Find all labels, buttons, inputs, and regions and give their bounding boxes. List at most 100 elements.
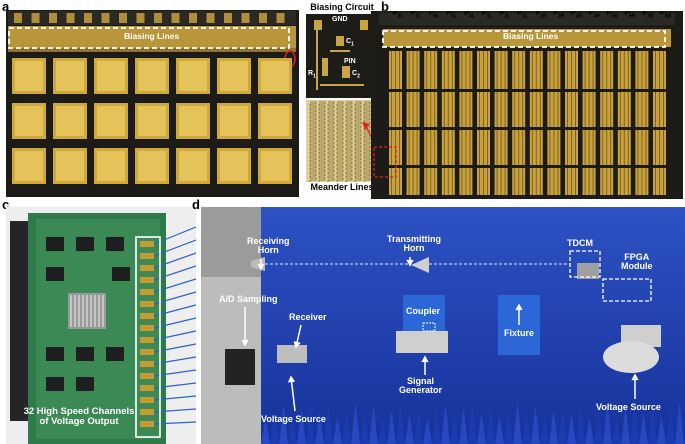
coax-cable — [153, 395, 196, 401]
absorber-cone — [675, 402, 684, 444]
absorber-cone — [666, 409, 675, 444]
strip-line — [395, 51, 396, 195]
ic-chip — [46, 377, 64, 391]
patch-inner — [56, 151, 84, 181]
absorber-cone — [414, 407, 423, 444]
absorber-cone — [513, 402, 522, 444]
port-label: P5R — [606, 11, 618, 20]
strip-line — [641, 51, 643, 195]
ic-chip — [76, 347, 94, 361]
patch-inner — [97, 151, 125, 181]
tdcm-label: TDCM — [567, 238, 593, 248]
strip-line — [655, 51, 656, 195]
coax-cable — [153, 278, 196, 293]
strip-line — [461, 51, 463, 195]
absorber-cone — [468, 401, 477, 444]
coax-cable — [153, 252, 196, 269]
strip-line — [592, 51, 594, 195]
absorber-cone — [540, 417, 549, 444]
absorber-cone — [297, 408, 306, 444]
absorber-cone — [630, 401, 639, 444]
pointer-arrow-head — [257, 263, 265, 271]
strip-line — [623, 51, 625, 195]
strip-line — [637, 51, 639, 195]
connector — [241, 13, 250, 23]
heatsink-fin — [102, 295, 104, 327]
strip-line — [487, 51, 488, 195]
pointer-arrow-head — [421, 355, 429, 363]
meander-lines-label: Meander Lines — [310, 182, 374, 192]
coax-cable — [153, 317, 196, 329]
meander-lines-photo — [306, 100, 376, 182]
fixture-label: Fixture — [504, 328, 535, 338]
sma-connector — [140, 385, 154, 391]
coax-cable — [153, 304, 196, 317]
patch-inner — [138, 61, 166, 91]
coax-cable — [153, 343, 196, 353]
port-label: P6R — [624, 11, 636, 20]
connector — [276, 13, 285, 23]
absorber-cone — [576, 407, 585, 444]
absorber-cone — [567, 414, 576, 444]
heatsink-fin — [98, 295, 100, 327]
biasing-circuit-title: Biasing Circuit — [310, 2, 374, 12]
heatsink-fin — [78, 295, 80, 327]
heatsink-fin — [94, 295, 96, 327]
ic-chip — [106, 347, 124, 361]
panel-b-biasing-lines-label: Biasing Lines — [503, 31, 559, 41]
strip-line — [627, 51, 629, 195]
strip-line — [447, 51, 449, 195]
pointer-arrow-head — [515, 303, 523, 311]
sma-connector — [140, 361, 154, 367]
absorber-cone — [261, 418, 270, 444]
strip-line — [504, 51, 506, 195]
sma-connector — [140, 409, 154, 415]
connector — [224, 13, 232, 23]
strip-line — [443, 51, 445, 195]
absorber-cone — [549, 410, 558, 444]
ic-chip — [46, 267, 64, 281]
patch-array-a — [12, 58, 292, 184]
absorber-cone — [648, 405, 657, 444]
patch-inner — [261, 61, 289, 91]
strip-line — [430, 51, 432, 195]
ic-chip — [46, 347, 64, 361]
patch-inner — [15, 106, 43, 136]
strip-line — [584, 51, 586, 195]
pointer-arrow-head — [293, 341, 301, 349]
strip-line — [451, 51, 453, 195]
heatsink-fin — [70, 295, 72, 327]
strip-line — [571, 51, 572, 195]
strip-line — [483, 51, 484, 195]
absorber-cone — [378, 417, 387, 444]
absorber-cone — [369, 406, 378, 444]
absorber-cone — [612, 415, 621, 444]
strip-line — [496, 51, 498, 195]
patch-inner — [138, 106, 166, 136]
port-label: P7L — [410, 11, 422, 20]
connector — [206, 13, 215, 23]
panel-b-board-graphic — [371, 11, 683, 199]
port-label: P3R — [571, 11, 583, 20]
biasing-circuit-photo: GND C1 PIN R1 C2 — [306, 14, 376, 98]
connector — [101, 13, 110, 23]
strip-line — [479, 51, 480, 195]
patch-inner — [138, 151, 166, 181]
strip-line — [645, 51, 647, 195]
strip-line — [426, 51, 428, 195]
connector — [189, 13, 197, 23]
sma-connector — [140, 397, 154, 403]
strip-array-b — [385, 51, 675, 195]
sma-connector — [140, 289, 154, 295]
strip-line — [575, 51, 576, 195]
sma-connector — [140, 349, 154, 355]
absorber-cone — [558, 403, 567, 444]
strip-line — [391, 51, 392, 195]
absorber-cone — [423, 418, 432, 444]
connector — [66, 13, 75, 23]
circuit-pin-label: PIN — [344, 58, 356, 65]
sma-connector — [140, 253, 154, 259]
